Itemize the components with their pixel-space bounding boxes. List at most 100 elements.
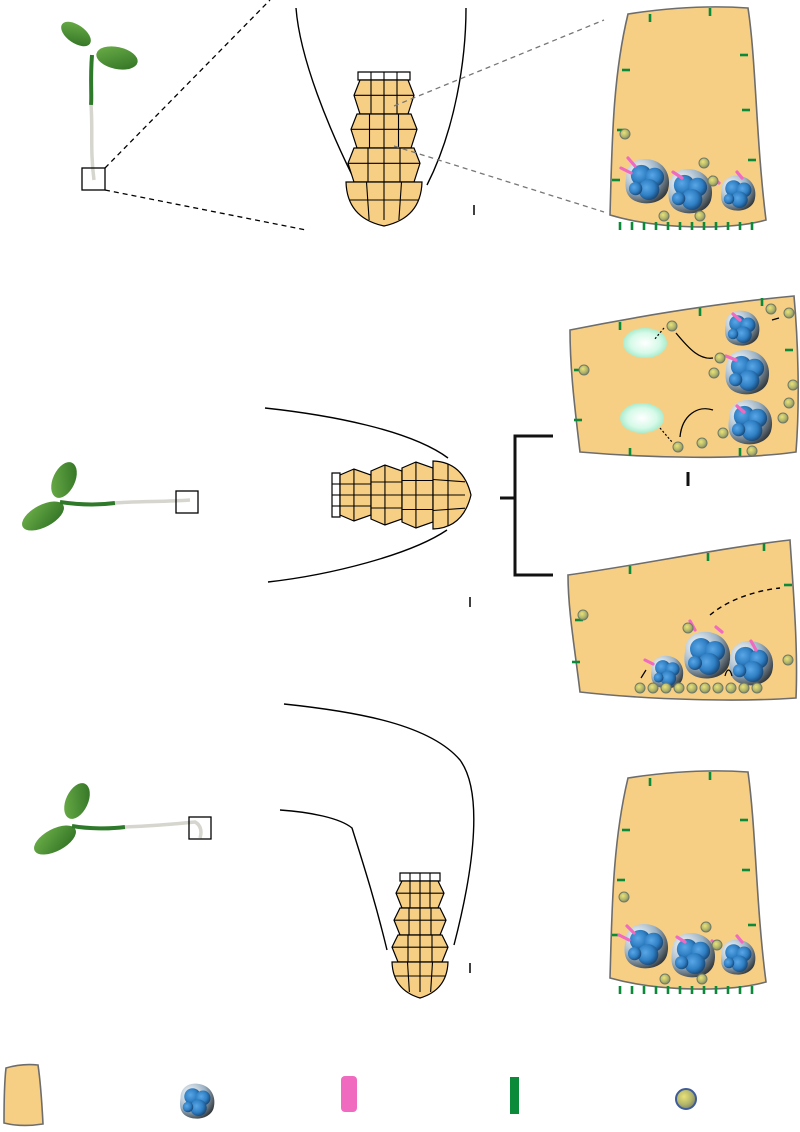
vesicle (577, 609, 589, 621)
vesicle (765, 303, 777, 315)
root (124, 820, 203, 839)
vesicle (698, 157, 710, 169)
starch-grain (728, 372, 743, 387)
vesicle (700, 921, 712, 933)
root-outline-left (295, 7, 353, 176)
starch-grain (684, 953, 706, 974)
columella-cells (567, 6, 799, 994)
root (89, 104, 96, 181)
seedling-recovered (34, 783, 212, 855)
green-bar-icon (510, 1077, 519, 1114)
starch-grain (637, 944, 659, 965)
amyloplast (720, 175, 756, 211)
pink-marker (617, 933, 631, 942)
amyloplast (624, 923, 669, 969)
starch-grain (731, 191, 748, 208)
amyloplast-icon (179, 1083, 215, 1119)
cotyledon-left (61, 21, 91, 47)
cell-vertical (609, 6, 767, 230)
vesicle (666, 320, 678, 332)
vesicle (659, 973, 671, 985)
starch-grain (732, 663, 747, 678)
zoom-box (188, 816, 212, 840)
nucleus (620, 403, 664, 433)
starch-grain (698, 653, 720, 675)
amyloplast (725, 349, 770, 395)
vesicle (783, 307, 795, 319)
vesicle (696, 437, 708, 449)
dotted-connector (653, 327, 665, 341)
pink-marker (749, 639, 758, 652)
starch-grain (688, 656, 702, 670)
root-tip-recovered (279, 703, 475, 999)
dotted-connector (659, 427, 673, 443)
vesicle (673, 682, 685, 694)
vesicle (694, 210, 706, 222)
starch-grain (735, 326, 752, 343)
starch-grain (731, 955, 748, 972)
root-outline-right (426, 7, 467, 186)
cell-wall (398, 181, 403, 221)
cell-wall (432, 478, 466, 483)
vesicle (725, 682, 737, 694)
vesicle (658, 210, 670, 222)
root (114, 498, 191, 505)
vesicle (578, 364, 590, 376)
amyloplast (625, 158, 670, 204)
pink-marker (735, 170, 744, 180)
pink-marker (671, 170, 684, 180)
cell-recovered (609, 770, 767, 994)
legend-cell-shape (3, 1063, 44, 1127)
starch-grain (190, 1099, 207, 1116)
root-outline-top (264, 407, 449, 459)
vesicle (717, 427, 729, 439)
starch-grain (731, 422, 746, 437)
root-tip-horizontal (264, 407, 553, 607)
pink-marker (626, 156, 637, 168)
starch-grain (738, 370, 760, 391)
starch-grain (182, 1101, 194, 1113)
vesicle (618, 891, 630, 903)
zoom-box (81, 167, 106, 191)
starch-grain (627, 946, 642, 961)
vesicle (712, 682, 724, 694)
root-outline-inner (279, 809, 388, 951)
legend (3, 1063, 697, 1127)
vesicle (708, 367, 720, 379)
vesicle (699, 682, 711, 694)
zoom-line-top (104, 0, 271, 169)
connector (724, 669, 733, 677)
stem (71, 824, 126, 831)
amyloplast (671, 932, 716, 978)
root-outline-outer (283, 703, 475, 946)
connector (679, 408, 714, 438)
vesicle (746, 445, 758, 457)
root-tips (264, 7, 605, 999)
vesicle-icon (675, 1088, 697, 1110)
pink-marker (619, 166, 633, 175)
connector (640, 669, 647, 679)
zoom-line-top (393, 19, 605, 107)
starch-grain (638, 179, 660, 200)
cell-horizontal-early (569, 295, 799, 486)
cotyledon-top (51, 462, 77, 498)
cotyledon-top (64, 783, 90, 819)
vesicle (783, 397, 795, 409)
amyloplast (720, 939, 756, 975)
starch-grain (742, 661, 764, 682)
cell-wall (430, 961, 434, 993)
connector (675, 332, 714, 359)
pink-marker (714, 625, 724, 634)
vesicle (707, 175, 719, 187)
starch-grain (723, 193, 735, 205)
vesicle (738, 682, 750, 694)
vesicle (711, 939, 723, 951)
vesicle (647, 682, 659, 694)
cell-wall (406, 961, 410, 993)
starch-grain (723, 957, 735, 969)
seedling-vertical (61, 0, 307, 231)
starch-grain (653, 672, 664, 683)
vesicle (634, 682, 646, 694)
amyloplast (724, 310, 760, 346)
